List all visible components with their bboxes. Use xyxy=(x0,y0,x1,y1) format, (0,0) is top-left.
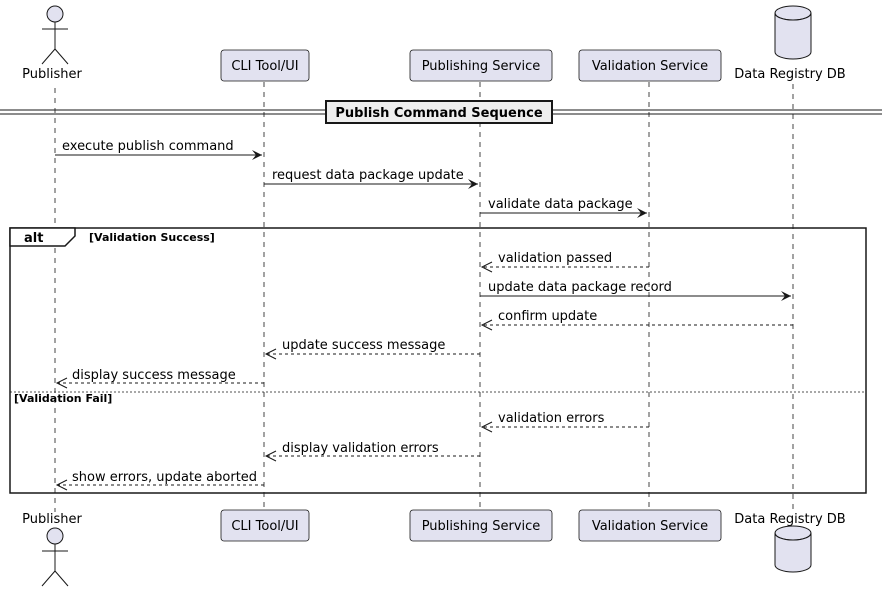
database-data-registry-bottom: Data Registry DB xyxy=(734,512,846,573)
participant-label: Data Registry DB xyxy=(734,512,845,527)
message-validate-package: validate data package xyxy=(480,197,647,218)
lifelines xyxy=(54,82,794,512)
participant-label: Publishing Service xyxy=(422,519,541,534)
participant-cli-top: CLI Tool/UI xyxy=(220,49,310,82)
participant-label: Data Registry DB xyxy=(734,67,845,82)
message-validation-errors: validation errors xyxy=(480,411,649,433)
message-label: confirm update xyxy=(498,309,597,324)
alt-fragment: alt [Validation Success] [Validation Fai… xyxy=(9,227,867,494)
participant-label: CLI Tool/UI xyxy=(231,59,298,74)
participant-label: Publisher xyxy=(22,67,82,82)
message-validation-passed: validation passed xyxy=(480,251,649,273)
participant-label: CLI Tool/UI xyxy=(231,519,298,534)
participant-publishing-service-top: Publishing Service xyxy=(409,49,553,82)
message-display-success: display success message xyxy=(55,368,264,389)
participants-top: Publisher CLI Tool/UI Publishing Service… xyxy=(22,5,846,82)
message-label: validation passed xyxy=(498,251,612,266)
message-show-errors: show errors, update aborted xyxy=(55,470,264,491)
actor-publisher-top: Publisher xyxy=(22,5,82,82)
alt-keyword: alt xyxy=(24,231,43,246)
participant-validation-service-top: Validation Service xyxy=(578,49,722,82)
message-update-record: update data package record xyxy=(480,280,791,301)
participant-label: Publisher xyxy=(22,512,82,527)
divider-title: Publish Command Sequence xyxy=(335,106,542,121)
message-request-update: request data package update xyxy=(264,168,478,189)
actor-icon xyxy=(41,5,69,65)
database-data-registry-top: Data Registry DB xyxy=(734,5,846,82)
message-label: validation errors xyxy=(498,411,605,426)
participant-cli-bottom: CLI Tool/UI xyxy=(220,509,310,542)
message-label: display validation errors xyxy=(282,441,439,456)
message-label: update success message xyxy=(282,338,445,353)
database-icon xyxy=(774,5,812,60)
message-update-success: update success message xyxy=(264,338,480,360)
message-label: request data package update xyxy=(272,168,464,183)
participant-validation-service-bottom: Validation Service xyxy=(578,509,722,542)
participant-label: Publishing Service xyxy=(422,59,541,74)
participant-publishing-service-bottom: Publishing Service xyxy=(409,509,553,542)
actor-publisher-bottom: Publisher xyxy=(22,512,82,587)
section-divider: Publish Command Sequence xyxy=(0,100,882,124)
message-label: execute publish command xyxy=(62,139,234,154)
alt-condition-success: [Validation Success] xyxy=(89,231,215,244)
participants-bottom: Publisher CLI Tool/UI Publishing Service… xyxy=(22,509,846,587)
participant-label: Validation Service xyxy=(592,519,708,534)
alt-condition-fail: [Validation Fail] xyxy=(14,392,112,405)
message-execute-publish: execute publish command xyxy=(55,139,262,160)
message-confirm-update: confirm update xyxy=(480,309,793,331)
message-label: display success message xyxy=(72,368,236,383)
message-label: update data package record xyxy=(488,280,672,295)
participant-label: Validation Service xyxy=(592,59,708,74)
actor-icon xyxy=(41,527,69,587)
database-icon xyxy=(774,525,812,573)
message-label: validate data package xyxy=(488,197,633,212)
message-display-validation-errors: display validation errors xyxy=(264,441,480,462)
message-label: show errors, update aborted xyxy=(72,470,257,485)
